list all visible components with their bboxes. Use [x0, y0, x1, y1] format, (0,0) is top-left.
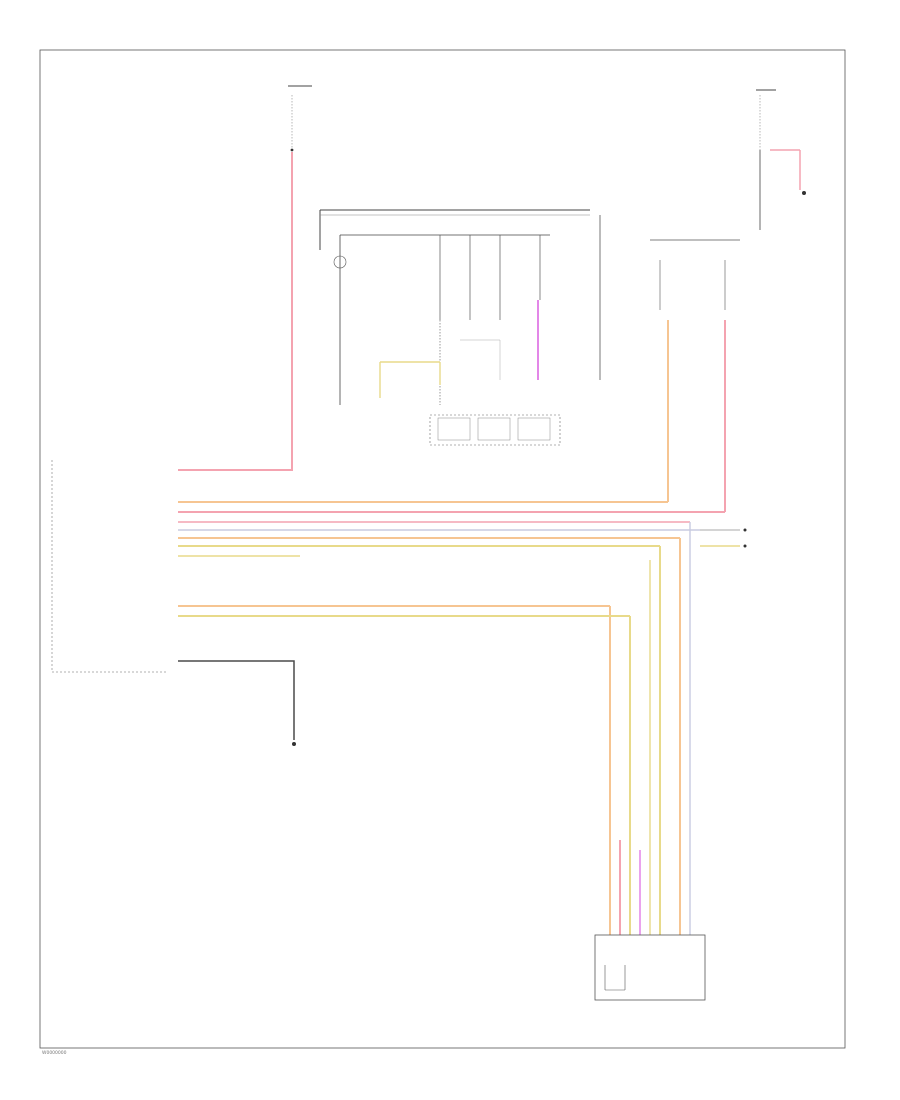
module-bracket [51, 460, 168, 673]
bottom-connector [594, 934, 706, 1001]
fuse-block-right [650, 89, 806, 310]
steering-switch-box [319, 209, 601, 446]
footer-code: W0000000 [42, 1050, 67, 1056]
fuse-block-left [288, 85, 312, 152]
diagram-border [39, 49, 846, 1049]
red-supply-wire [178, 152, 293, 471]
